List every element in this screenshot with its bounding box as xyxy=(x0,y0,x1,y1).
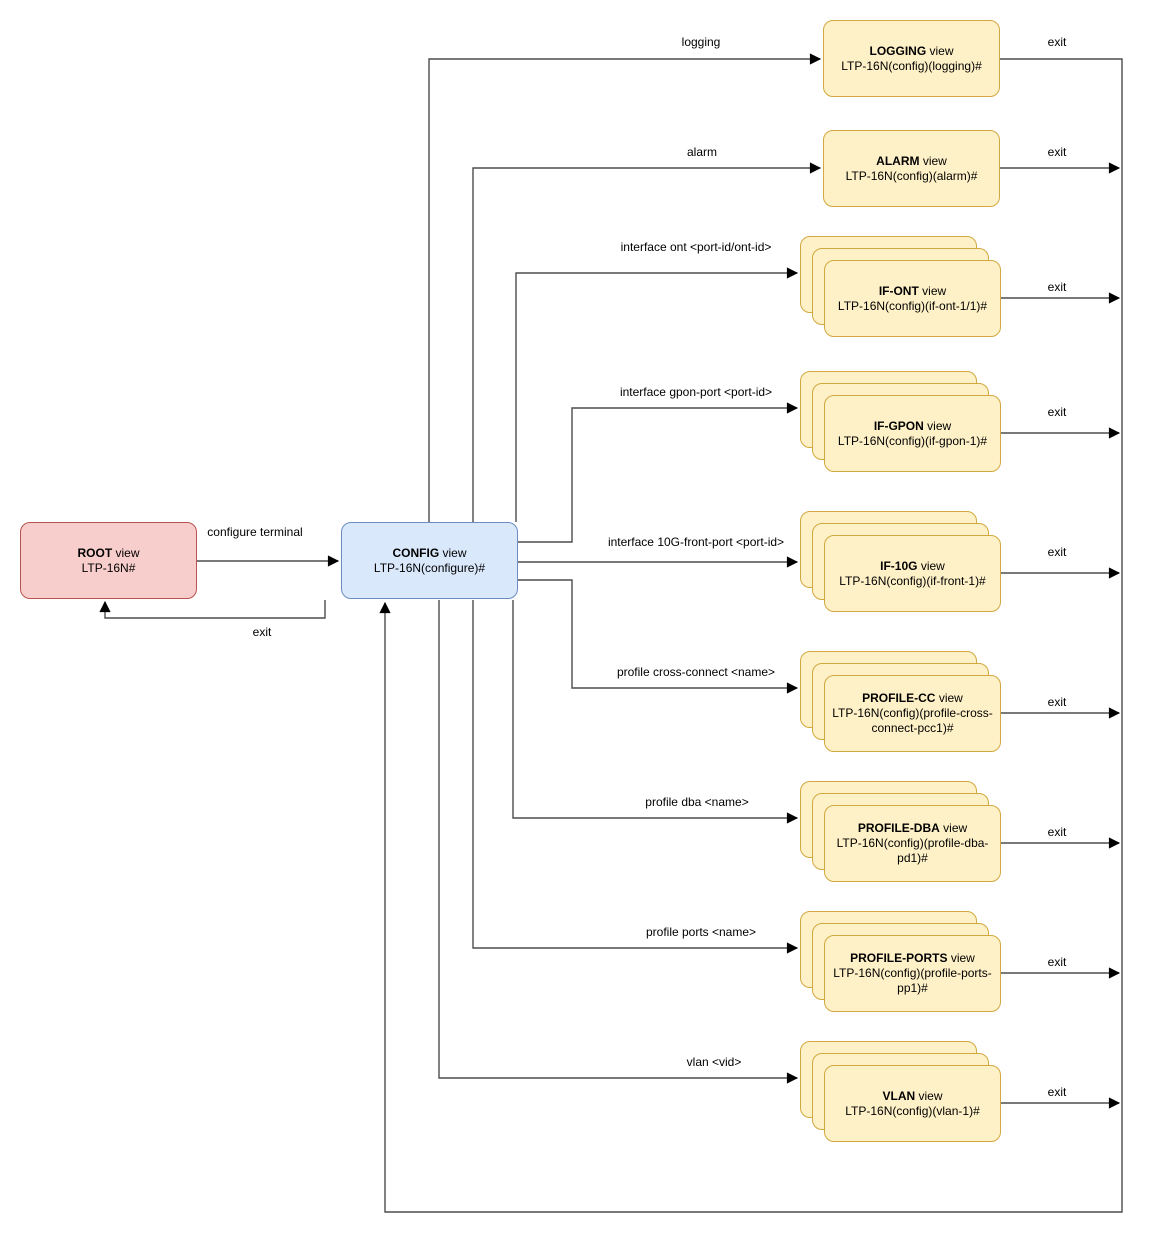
edge-config-to-if-ont xyxy=(515,267,799,522)
node-name: PROFILE-PORTS xyxy=(850,951,948,965)
edge-label-profile-cross-connect: profile cross-connect <name> xyxy=(614,665,778,679)
node-name: ROOT xyxy=(77,545,113,560)
node-if-10g-view: IF-10G view LTP-16N(config)(if-front-1)# xyxy=(824,535,1001,612)
node-type: view xyxy=(938,691,963,705)
edge-label-profile-dba-exit: exit xyxy=(1045,825,1069,839)
edge-label-logging: logging xyxy=(679,35,723,49)
edge-config-to-if-gpon xyxy=(518,402,799,543)
edge-config-to-profile-dba xyxy=(512,600,799,824)
edge-label-vlan: vlan <vid> xyxy=(684,1055,744,1069)
node-name: ALARM xyxy=(876,153,920,168)
node-prompt: LTP-16N(config)(if-ont-1/1)# xyxy=(837,298,988,313)
edge-label-alarm: alarm xyxy=(684,145,720,159)
node-config-view: CONFIG view LTP-16N(configure)# xyxy=(341,522,518,599)
node-name: IF-10G xyxy=(880,558,918,573)
node-prompt: LTP-16N(config)(profile-cross- connect-p… xyxy=(832,706,993,735)
edge-config-to-alarm xyxy=(472,162,822,522)
edge-config-to-logging xyxy=(428,53,822,522)
node-profile-dba-view: PROFILE-DBA view LTP-16N(config)(profile… xyxy=(824,805,1001,882)
node-title: PROFILE-DBA view xyxy=(858,821,967,836)
edge-label-if-ont-exit: exit xyxy=(1045,280,1069,294)
node-prompt: LTP-16N(config)(profile-ports- pp1)# xyxy=(833,966,992,995)
node-type: view xyxy=(920,558,945,573)
node-name: PROFILE-DBA xyxy=(857,821,940,835)
node-type: view xyxy=(950,951,975,965)
edge-label-profile-cc-exit: exit xyxy=(1045,695,1069,709)
node-type: view xyxy=(442,545,467,560)
edge-exit-return-main xyxy=(379,58,1123,1213)
node-type: view xyxy=(943,821,968,835)
node-root-view: ROOT view LTP-16N# xyxy=(20,522,197,599)
edge-label-if-10g-exit: exit xyxy=(1045,545,1069,559)
edge-label-profile-ports: profile ports <name> xyxy=(643,925,759,939)
node-profile-ports-view: PROFILE-PORTS view LTP-16N(config)(profi… xyxy=(824,935,1001,1012)
node-prompt: LTP-16N(config)(vlan-1)# xyxy=(845,1103,980,1118)
edge-label-profile-dba: profile dba <name> xyxy=(643,795,751,809)
node-title: PROFILE-CC view xyxy=(862,691,963,706)
node-title: IF-10G view xyxy=(880,559,945,574)
edge-label-interface-gpon: interface gpon-port <port-id> xyxy=(617,385,775,399)
edge-label-logging-exit: exit xyxy=(1045,35,1069,49)
node-prompt: LTP-16N(config)(logging)# xyxy=(841,58,982,73)
node-title: ALARM view xyxy=(876,154,947,169)
node-title: PROFILE-PORTS view xyxy=(850,951,975,966)
edge-label-if-gpon-exit: exit xyxy=(1045,405,1069,419)
node-profile-cc-view: PROFILE-CC view LTP-16N(config)(profile-… xyxy=(824,675,1001,752)
edge-label-configure-terminal: configure terminal xyxy=(205,525,305,539)
edge-label-profile-ports-exit: exit xyxy=(1045,955,1069,969)
edge-label-alarm-exit: exit xyxy=(1045,145,1069,159)
edge-label-vlan-exit: exit xyxy=(1045,1085,1069,1099)
node-type: view xyxy=(929,43,954,58)
node-title: IF-ONT view xyxy=(879,284,946,299)
node-name: VLAN xyxy=(882,1088,916,1103)
edge-config-to-profile-ports xyxy=(472,600,799,954)
edge-config-to-root-exit xyxy=(99,600,326,619)
node-name: LOGGING xyxy=(869,43,927,58)
node-alarm-view: ALARM view LTP-16N(config)(alarm)# xyxy=(823,130,1000,207)
node-prompt: LTP-16N(config)(if-gpon-1)# xyxy=(837,433,988,448)
node-name: CONFIG xyxy=(392,545,440,560)
node-type: view xyxy=(115,545,140,560)
node-title: LOGGING view xyxy=(869,44,953,59)
node-prompt: LTP-16N# xyxy=(81,560,136,575)
node-type: view xyxy=(918,1088,943,1103)
node-name: PROFILE-CC xyxy=(862,691,936,705)
node-if-gpon-view: IF-GPON view LTP-16N(config)(if-gpon-1)# xyxy=(824,395,1001,472)
node-logging-view: LOGGING view LTP-16N(config)(logging)# xyxy=(823,20,1000,97)
node-prompt: LTP-16N(config)(profile-dba- pd1)# xyxy=(836,836,989,865)
node-name: IF-GPON xyxy=(873,418,924,433)
node-prompt: LTP-16N(config)(alarm)# xyxy=(845,168,978,183)
node-name: IF-ONT xyxy=(878,283,919,298)
edge-label-interface-10g: interface 10G-front-port <port-id> xyxy=(605,535,787,549)
node-if-ont-view: IF-ONT view LTP-16N(config)(if-ont-1/1)# xyxy=(824,260,1001,337)
node-title: IF-GPON view xyxy=(874,419,951,434)
edge-label-config-root-exit: exit xyxy=(250,625,274,639)
node-type: view xyxy=(927,418,952,433)
node-prompt: LTP-16N(config)(if-front-1)# xyxy=(839,573,986,588)
node-title: CONFIG view xyxy=(392,546,466,561)
node-prompt: LTP-16N(configure)# xyxy=(373,560,486,575)
node-type: view xyxy=(922,283,947,298)
node-title: VLAN view xyxy=(882,1089,942,1104)
node-type: view xyxy=(922,153,947,168)
edge-config-to-profile-cc xyxy=(518,579,799,694)
edge-label-interface-ont: interface ont <port-id/ont-id> xyxy=(618,240,774,254)
node-vlan-view: VLAN view LTP-16N(config)(vlan-1)# xyxy=(824,1065,1001,1142)
node-title: ROOT view xyxy=(77,546,139,561)
edge-config-to-vlan xyxy=(438,600,799,1084)
